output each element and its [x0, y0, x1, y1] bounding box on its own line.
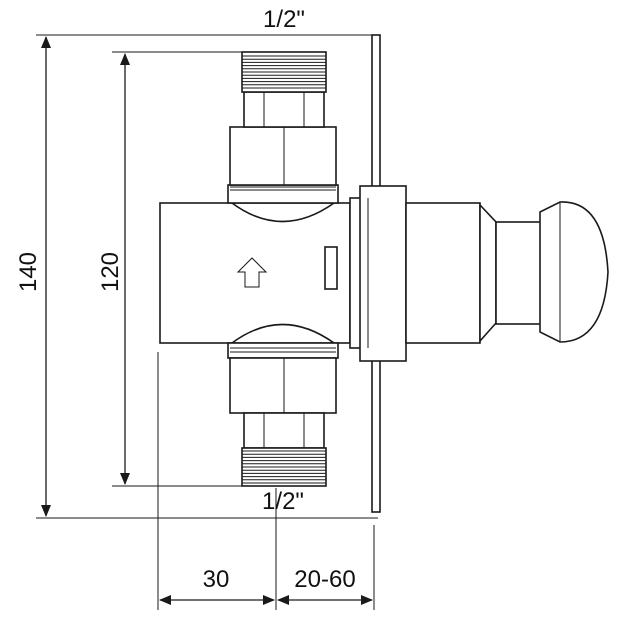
label-top-thread: 1/2"	[263, 6, 305, 33]
stem	[495, 221, 545, 325]
upper-thread	[242, 55, 326, 89]
label-140: 140	[15, 252, 42, 292]
label-bottom-thread: 1/2"	[262, 488, 304, 515]
label-30: 30	[203, 566, 230, 593]
label-20-60: 20-60	[294, 566, 355, 593]
side-port	[324, 246, 338, 290]
push-button	[539, 201, 609, 343]
lower-saddle	[229, 323, 337, 344]
upper-saddle	[229, 202, 337, 223]
escutcheon	[405, 202, 481, 344]
flange-ring	[359, 185, 407, 362]
lower-connector	[227, 342, 339, 487]
lower-thread	[242, 450, 326, 484]
valve-body	[159, 202, 351, 344]
stem-collar	[479, 202, 497, 344]
label-120: 120	[97, 252, 124, 292]
upper-connector	[227, 51, 339, 204]
flow-arrow-icon	[236, 257, 268, 288]
